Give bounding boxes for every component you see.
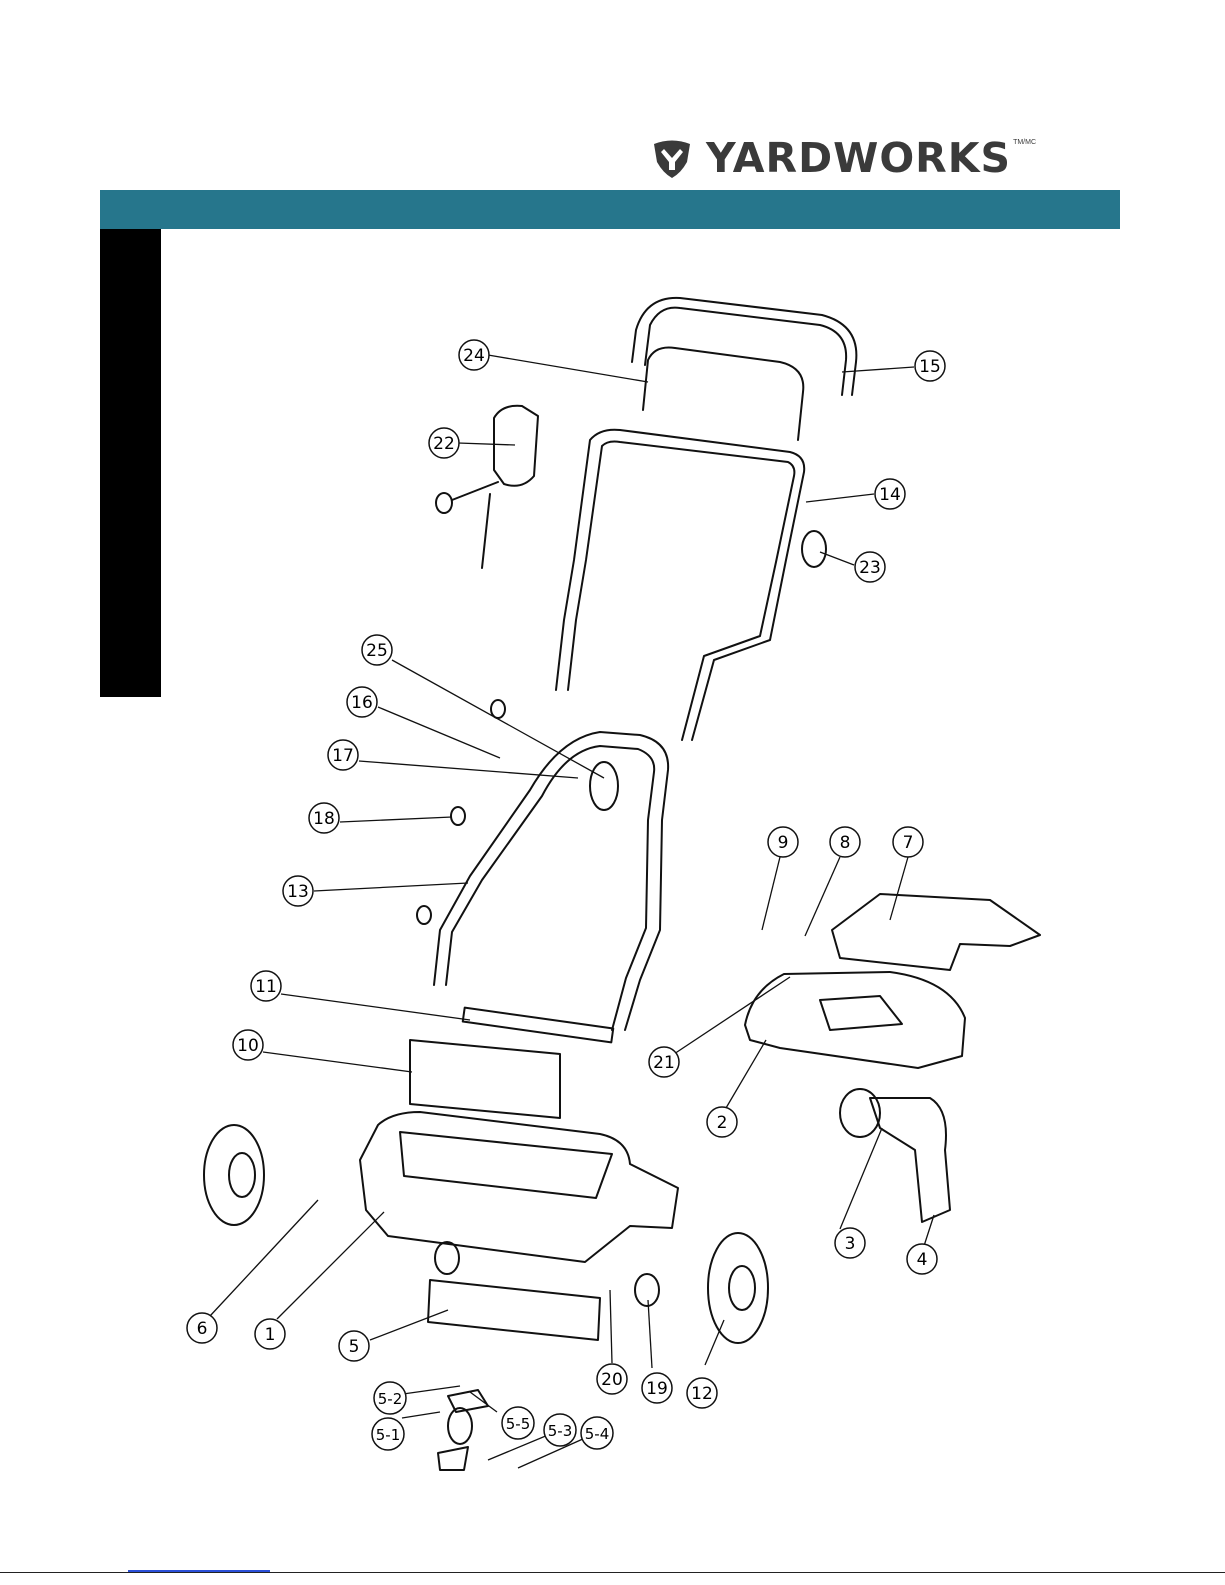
- callout-24: 24: [463, 346, 485, 366]
- callout-12: 12: [691, 1384, 713, 1404]
- callout-21: 21: [653, 1053, 675, 1073]
- callout-5-1: 5-1: [376, 1426, 401, 1444]
- callout-16: 16: [351, 693, 373, 713]
- callout-13: 13: [287, 882, 309, 902]
- callout-3: 3: [845, 1234, 856, 1254]
- callout-5: 5: [349, 1337, 360, 1357]
- callout-14: 14: [879, 485, 901, 505]
- callout-15: 15: [919, 357, 941, 377]
- callout-19: 19: [646, 1379, 668, 1399]
- callout-25: 25: [366, 641, 388, 661]
- callout-2: 2: [717, 1113, 728, 1133]
- callout-5-3: 5-3: [548, 1422, 573, 1440]
- callout-5-2: 5-2: [378, 1390, 403, 1408]
- callout-8: 8: [840, 833, 851, 853]
- footer-link-underline[interactable]: [128, 1570, 270, 1572]
- callout-22: 22: [433, 434, 455, 454]
- callout-10: 10: [237, 1036, 259, 1056]
- callout-20: 20: [601, 1370, 623, 1390]
- callout-17: 17: [332, 746, 354, 766]
- callout-5-5: 5-5: [506, 1415, 531, 1433]
- callout-1: 1: [265, 1325, 276, 1345]
- callout-11: 11: [255, 977, 277, 997]
- callout-18: 18: [313, 809, 335, 829]
- callout-6: 6: [197, 1319, 208, 1339]
- callout-9: 9: [778, 833, 789, 853]
- callout-5-4: 5-4: [585, 1425, 610, 1443]
- footer-rule: [0, 1572, 1225, 1573]
- callout-7: 7: [903, 833, 914, 853]
- callout-23: 23: [859, 558, 881, 578]
- callout-4: 4: [917, 1250, 928, 1270]
